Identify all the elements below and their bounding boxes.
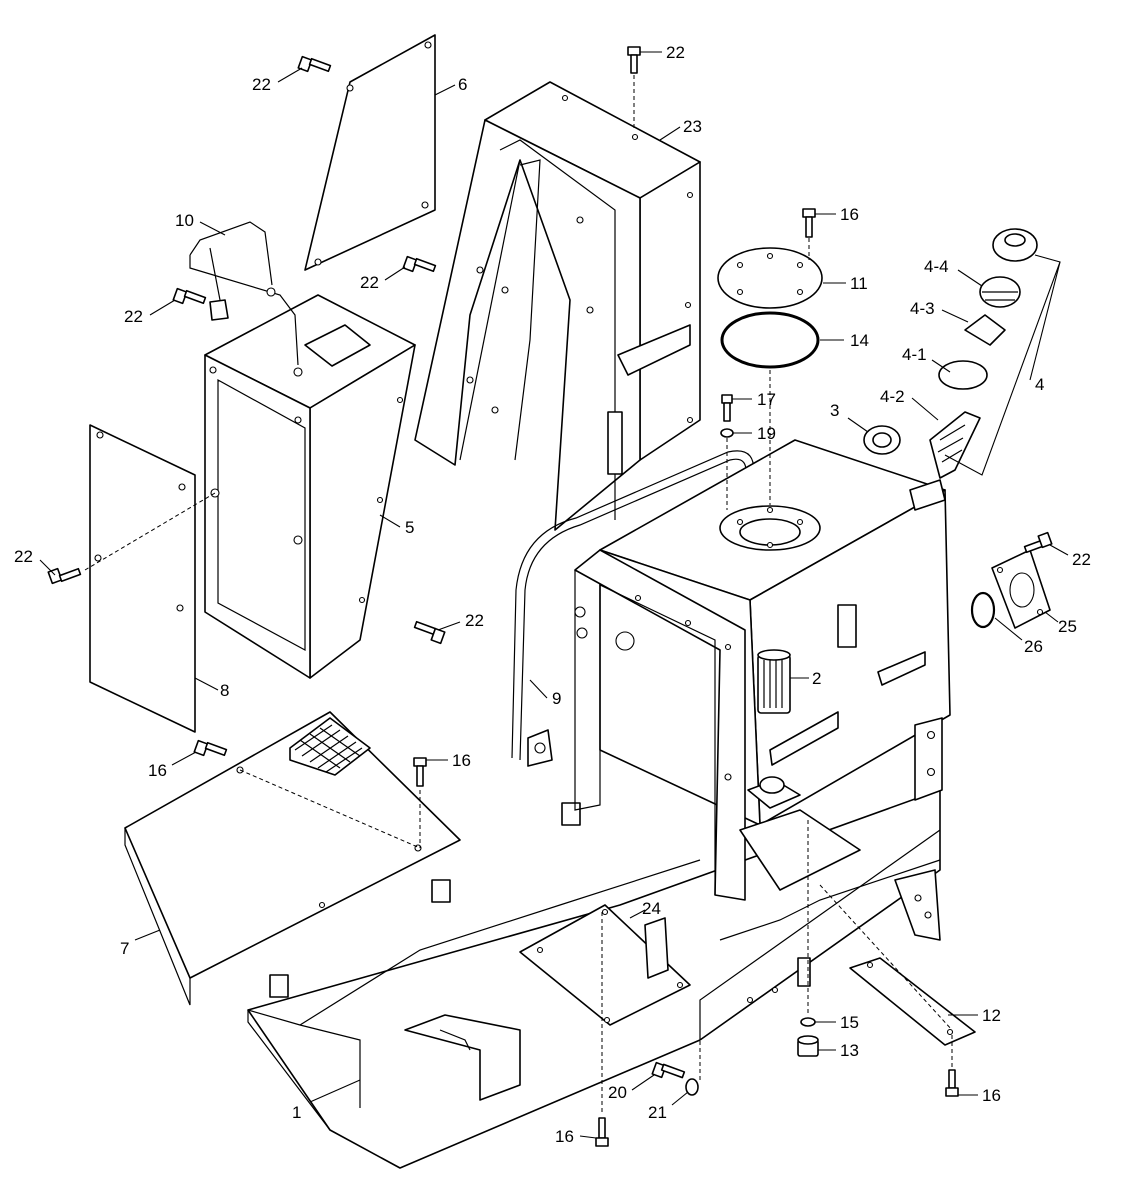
part-23-upper-cover (414, 81, 701, 531)
bolt-16-plate (945, 1069, 959, 1097)
bolt-16-top (802, 208, 816, 238)
bolt-22-left-upper (297, 55, 332, 73)
callout-23: 23 (683, 117, 702, 136)
callout-15: 15 (840, 1013, 859, 1032)
callout-1: 1 (292, 1103, 301, 1122)
part-5-battery-box (204, 294, 416, 679)
callout-26: 26 (1024, 637, 1043, 656)
part-6-rear-plate (304, 34, 436, 271)
bolt-22-box (413, 620, 446, 645)
callout-19: 19 (757, 424, 776, 443)
part-3-plug (863, 425, 901, 455)
callout-4-1: 4-1 (902, 345, 927, 364)
washer-15 (800, 1017, 816, 1027)
bolt-22-handle (172, 287, 207, 305)
callout-16-top: 16 (840, 205, 859, 224)
callout-4-4: 4-4 (924, 257, 949, 276)
callout-20: 20 (608, 1083, 627, 1102)
callout-16-cover: 16 (452, 751, 471, 770)
bolt-17 (721, 394, 733, 422)
callout-17: 17 (757, 390, 776, 409)
callout-7: 7 (120, 939, 129, 958)
callout-2: 2 (812, 669, 821, 688)
callout-9: 9 (552, 689, 561, 708)
washer-21 (685, 1078, 699, 1096)
bolt-22-right (1023, 531, 1053, 554)
callout-8: 8 (220, 681, 229, 700)
callout-22-left-upper: 22 (252, 75, 271, 94)
bolt-22-mid (402, 255, 437, 273)
callout-3: 3 (830, 401, 839, 420)
rubber-mount (747, 776, 801, 809)
bolt-16-cover (413, 757, 427, 787)
callout-22-left: 22 (14, 547, 33, 566)
callout-22-right: 22 (1072, 550, 1091, 569)
callout-22-box: 22 (465, 611, 484, 630)
callout-11: 11 (850, 274, 868, 293)
bolt-22-left (47, 567, 82, 585)
part-25-flange (991, 549, 1051, 629)
part-4-breather-assembly (929, 228, 1038, 479)
callout-4: 4 (1035, 375, 1044, 394)
part-11-cover-plate (717, 247, 823, 309)
grille-pattern (294, 724, 363, 773)
callout-22-top: 22 (666, 43, 685, 62)
callout-14: 14 (850, 331, 869, 350)
part-8-side-panel (89, 424, 196, 733)
callout-16-left: 16 (148, 761, 167, 780)
callout-13: 13 (840, 1041, 859, 1060)
bolt-22-top (627, 46, 641, 74)
callout-22-mid: 22 (360, 273, 379, 292)
part-24-bottom-plate (519, 904, 691, 1026)
part-12-plate (849, 957, 976, 1046)
plug-13 (797, 1035, 819, 1057)
part-10-handle (189, 221, 303, 377)
callout-6: 6 (458, 75, 467, 94)
callout-4-3: 4-3 (910, 299, 935, 318)
part-7-left-cover (124, 711, 461, 1006)
callout-4-2: 4-2 (880, 387, 905, 406)
bolt-20 (651, 1061, 686, 1079)
callout-24: 24 (642, 899, 661, 918)
assembly-lines (84, 75, 953, 1115)
hydraulic-tank (574, 439, 951, 901)
part-14-o-ring (720, 311, 820, 369)
washer-19 (720, 428, 734, 438)
callout-10: 10 (175, 211, 194, 230)
callout-labels: 1 2 3 4 4-1 4-2 4-3 4-4 5 6 7 8 9 10 11 … (14, 43, 1091, 1146)
part-2-filter (757, 649, 791, 714)
leader-lines (39, 51, 1069, 1139)
bolt-16-left (193, 739, 228, 757)
callout-16-bottom: 16 (555, 1127, 574, 1146)
callout-22-handle: 22 (124, 307, 143, 326)
part-26-o-ring (970, 591, 996, 629)
callout-16-plate: 16 (982, 1086, 1001, 1105)
callout-25: 25 (1058, 617, 1077, 636)
callout-21: 21 (648, 1103, 667, 1122)
bolt-16-bottom (595, 1117, 609, 1147)
callout-5: 5 (405, 518, 414, 537)
callout-12: 12 (982, 1006, 1001, 1025)
